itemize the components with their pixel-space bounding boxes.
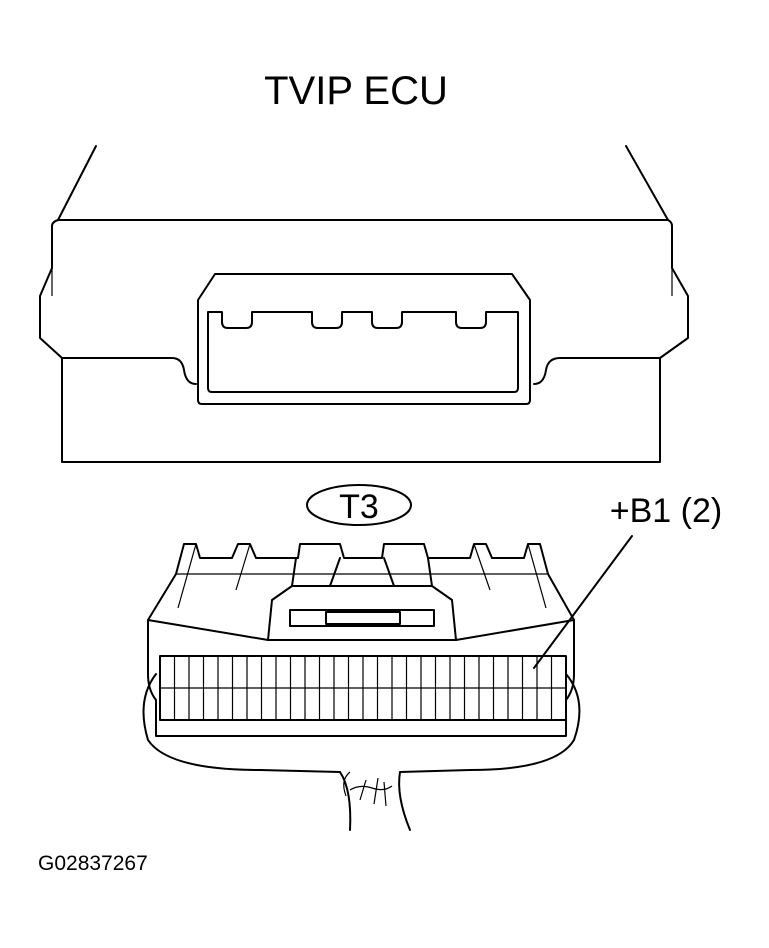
harness-connector: [142, 543, 581, 831]
ecu-body: [39, 145, 689, 463]
connector-id-label: T3: [339, 488, 379, 526]
terminal-label: +B1 (2): [610, 492, 722, 530]
diagram-title: TVIP ECU: [264, 69, 448, 113]
connector-id-badge: T3: [306, 484, 412, 526]
terminal-callout: +B1 (2): [533, 492, 722, 669]
figure-id: G02837267: [38, 852, 148, 875]
